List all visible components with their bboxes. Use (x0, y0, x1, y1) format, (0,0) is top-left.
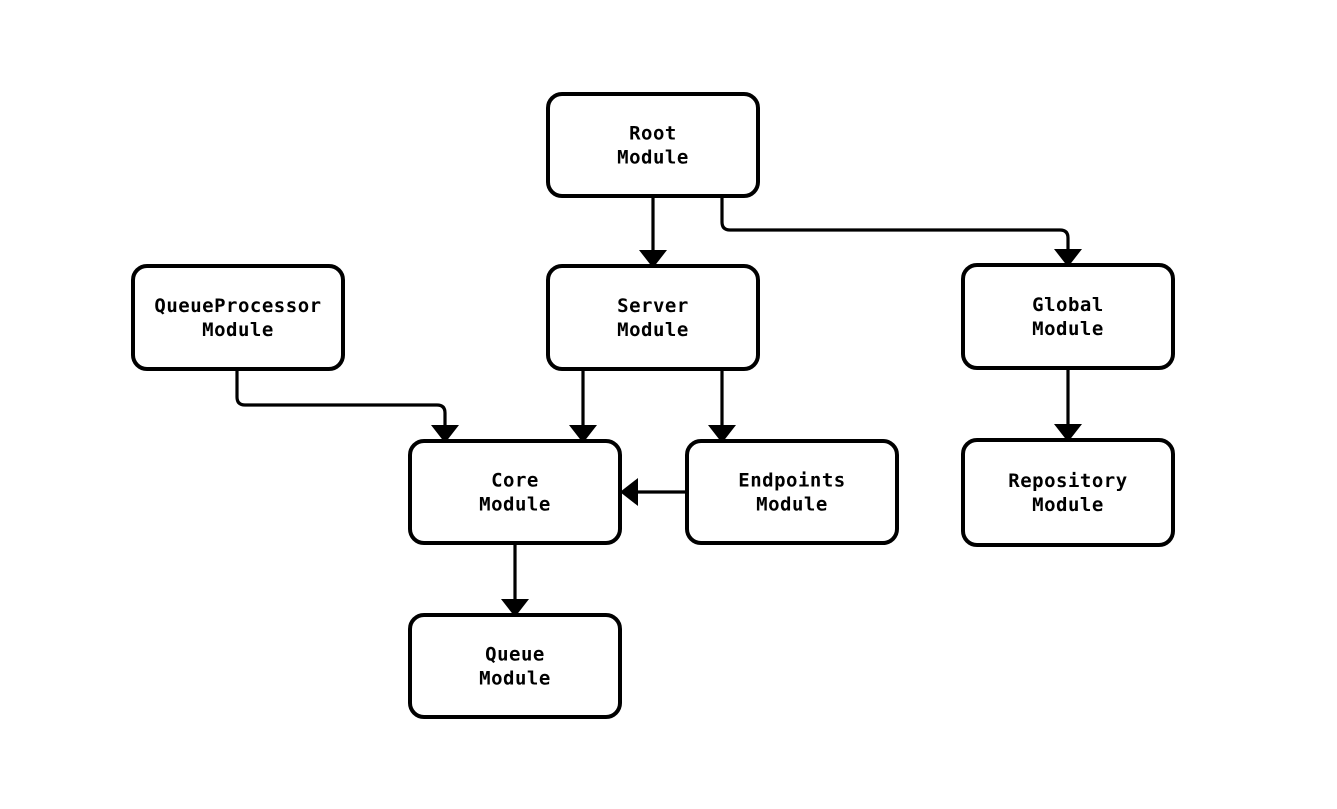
node-box-endpoints[interactable] (685, 439, 899, 545)
node-label-line1-queue: Queue (485, 644, 545, 666)
node-label-line2-global: Module (1032, 318, 1104, 340)
arrowhead-icon-server-to-endpoints (708, 425, 736, 443)
arrowhead-icon-core-to-queue (501, 599, 529, 617)
node-box-repository[interactable] (961, 438, 1175, 547)
arrowhead-icon-global-to-repository (1054, 424, 1082, 442)
node-box-root[interactable] (546, 92, 760, 198)
edge-root-to-global (720, 196, 1070, 251)
arrowhead-icon-root-to-global (1054, 249, 1082, 267)
edge-queueprocessor-to-core (235, 369, 447, 427)
node-label-line2-root: Module (617, 147, 689, 169)
arrowhead-icon-queueprocessor-to-core (431, 425, 459, 443)
arrowhead-icon-server-to-core (569, 425, 597, 443)
node-label-line1-server: Server (617, 295, 689, 317)
node-label-line2-repository: Module (1032, 494, 1104, 516)
edges-layer (235, 196, 1070, 601)
node-label-line2-queue: Module (479, 668, 551, 690)
node-label-line1-global: Global (1032, 294, 1104, 316)
node-box-queue[interactable] (408, 613, 622, 719)
node-box-server[interactable] (546, 264, 760, 371)
node-label-line1-root: Root (629, 123, 677, 145)
node-label-line2-server: Module (617, 319, 689, 341)
node-label-line2-endpoints: Module (756, 494, 828, 516)
node-label-line1-queueprocessor: QueueProcessor (154, 295, 321, 317)
node-box-queueprocessor[interactable] (131, 264, 345, 371)
arrowhead-icon-endpoints-to-core (620, 478, 638, 506)
node-box-global[interactable] (961, 263, 1175, 370)
node-label-line2-core: Module (479, 494, 551, 516)
node-box-core[interactable] (408, 439, 622, 545)
arrowheads-layer (431, 249, 1082, 617)
arrowhead-icon-root-to-server (639, 250, 667, 268)
node-label-line1-endpoints: Endpoints (738, 470, 845, 492)
node-label-line1-core: Core (491, 470, 539, 492)
nodes-layer: RootModuleQueueProcessorModuleServerModu… (131, 92, 1175, 719)
node-label-line1-repository: Repository (1008, 470, 1127, 492)
node-label-line2-queueprocessor: Module (202, 319, 274, 341)
